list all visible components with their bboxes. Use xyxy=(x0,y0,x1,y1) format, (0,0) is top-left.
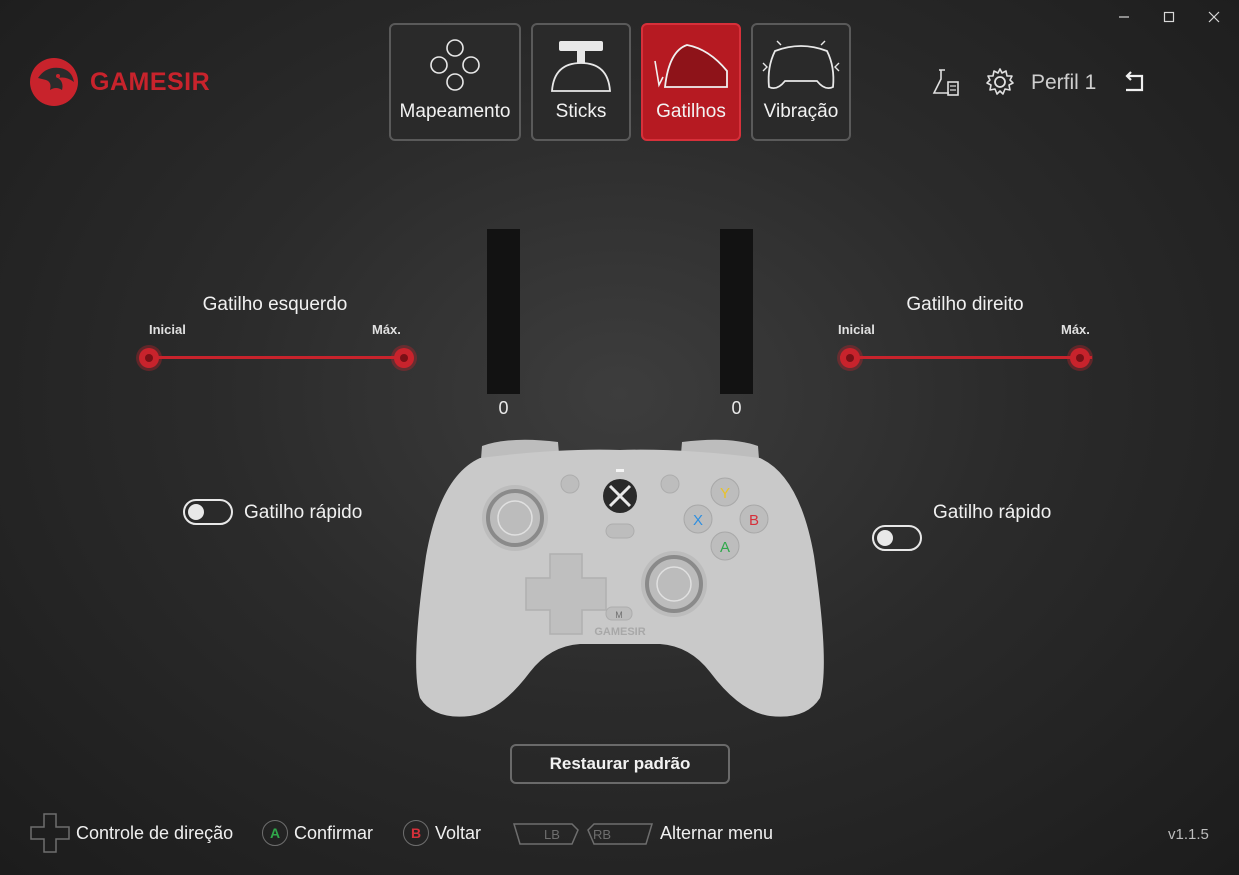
maximize-button[interactable] xyxy=(1156,6,1182,28)
left-trigger-slider-track xyxy=(149,356,404,359)
close-icon xyxy=(1208,11,1220,23)
dpad-hint-label: Controle de direção xyxy=(76,822,234,843)
right-quick-trigger-label: Gatilho rápido xyxy=(933,502,1052,523)
gear-icon xyxy=(986,68,1014,95)
joystick-icon xyxy=(551,41,611,92)
tab-mapeamento[interactable]: Mapeamento xyxy=(389,23,521,141)
close-button[interactable] xyxy=(1201,6,1227,28)
controller-vibration-icon xyxy=(762,40,840,90)
tab-label: Vibração xyxy=(763,101,839,122)
right-trigger-max-label: Máx. xyxy=(1061,322,1090,337)
restore-default-button[interactable]: Restaurar padrão xyxy=(510,744,730,784)
lb-bumper-icon: LB xyxy=(512,823,579,845)
right-trigger-title: Gatilho direito xyxy=(906,294,1024,315)
toggle-knob xyxy=(188,504,204,520)
gamesir-logo: GAMESIR xyxy=(28,56,210,108)
tab-gatilhos[interactable]: Gatilhos xyxy=(641,23,741,141)
tab-vibracao[interactable]: Vibração xyxy=(751,23,851,141)
tab-label: Sticks xyxy=(555,101,607,122)
version-label: v1.1.5 xyxy=(1168,826,1209,843)
minimize-button[interactable] xyxy=(1111,6,1137,28)
footer-switch-menu-hint: LB RB Alternar menu xyxy=(512,820,773,846)
right-trigger-level-bar xyxy=(720,229,753,394)
maximize-icon xyxy=(1163,11,1175,23)
left-trigger-max-handle[interactable] xyxy=(394,348,414,368)
dpad-icon xyxy=(30,813,70,853)
m-button-label: M xyxy=(615,610,623,620)
x-button-label: X xyxy=(693,512,703,529)
left-quick-trigger-label: Gatilho rápido xyxy=(244,502,363,523)
switch-menu-label: Alternar menu xyxy=(660,822,774,843)
left-quick-trigger-toggle[interactable] xyxy=(183,499,233,525)
left-trigger-max-label: Máx. xyxy=(372,322,401,337)
confirm-hint-label: Confirmar xyxy=(294,822,374,843)
left-trigger-start-label: Inicial xyxy=(149,322,186,337)
right-trigger-value: 0 xyxy=(731,398,742,418)
y-button-label: Y xyxy=(720,485,730,502)
dpad-buttons-icon xyxy=(430,39,480,91)
tab-sticks[interactable]: Sticks xyxy=(531,23,631,141)
flask-document-icon xyxy=(932,69,959,96)
left-trigger-value: 0 xyxy=(498,398,509,418)
back-arrow-icon xyxy=(1125,71,1144,92)
right-trigger-start-handle[interactable] xyxy=(840,348,860,368)
settings-button[interactable] xyxy=(984,66,1016,98)
a-button-label: A xyxy=(720,539,730,556)
trigger-icon xyxy=(654,44,728,88)
left-trigger-title: Gatilho esquerdo xyxy=(202,294,348,315)
footer-back-hint: B Voltar xyxy=(403,820,481,846)
rb-bumper-icon: RB xyxy=(587,823,654,845)
brand-name: GAMESIR xyxy=(90,67,211,96)
right-trigger-max-handle[interactable] xyxy=(1070,348,1090,368)
left-trigger-start-handle[interactable] xyxy=(139,348,159,368)
toggle-knob xyxy=(877,530,893,546)
footer-confirm-hint: A Confirmar xyxy=(262,820,373,846)
left-trigger-level-bar xyxy=(487,229,520,394)
back-hint-label: Voltar xyxy=(435,822,482,843)
lab-button[interactable] xyxy=(930,66,962,98)
right-trigger-slider-track xyxy=(840,356,1092,359)
right-quick-trigger-toggle[interactable] xyxy=(872,525,922,551)
minimize-icon xyxy=(1119,16,1129,18)
rb-label: RB xyxy=(593,827,611,842)
b-button-icon: B xyxy=(403,820,429,846)
back-button[interactable] xyxy=(1118,66,1150,98)
footer-dpad-hint: Controle de direção xyxy=(30,813,234,853)
b-button-label: B xyxy=(749,512,759,529)
right-trigger-start-label: Inicial xyxy=(838,322,875,337)
tab-label: Gatilhos xyxy=(656,101,726,122)
lb-label: LB xyxy=(544,827,560,842)
controller-illustration: M GAMESIR Y X B A xyxy=(416,439,824,717)
tab-label: Mapeamento xyxy=(399,101,511,122)
controller-brand-text: GAMESIR xyxy=(594,626,645,638)
gamesir-logo-icon xyxy=(30,58,78,106)
a-button-icon: A xyxy=(262,820,288,846)
profile-name[interactable]: Perfil 1 xyxy=(1031,71,1097,94)
